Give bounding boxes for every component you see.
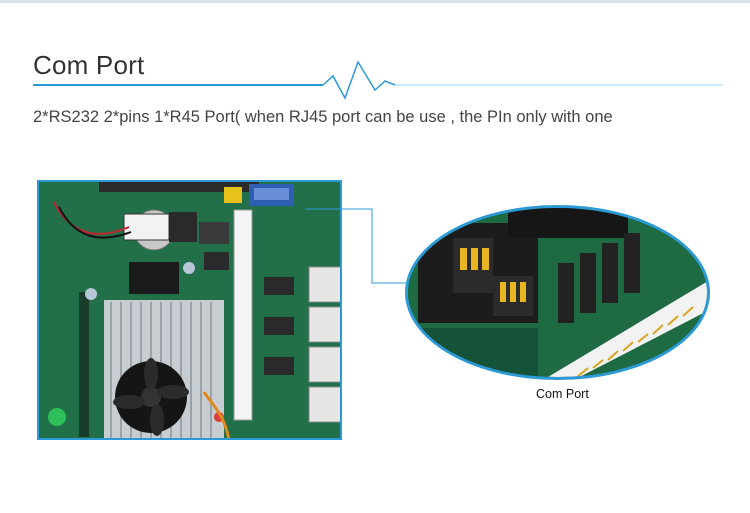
port-description: 2*RS232 2*pins 1*R45 Port( when RJ45 por… [33, 108, 613, 126]
zoom-caption: Com Port [536, 387, 589, 401]
motherboard-illustration [39, 182, 340, 438]
motherboard-photo [37, 180, 342, 440]
title-heartbeat-line [33, 60, 723, 100]
top-divider [0, 0, 750, 3]
section-title: Com Port [33, 50, 145, 80]
com-port-closeup [408, 208, 707, 377]
com-port-zoom-detail [405, 205, 710, 380]
